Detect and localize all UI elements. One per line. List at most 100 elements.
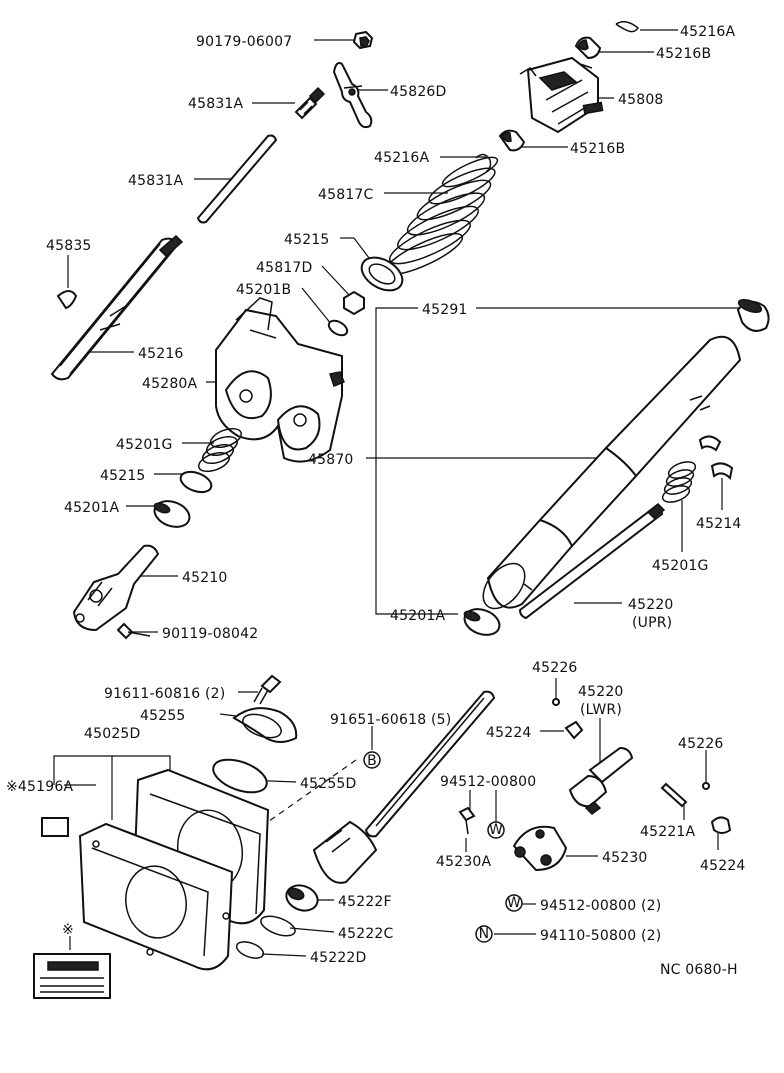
callout-w-bottom-letter: W: [507, 895, 521, 911]
label-sticker-part: [41, 817, 69, 837]
label-45201g-right: 45201G: [652, 558, 709, 574]
lower-shaft-part: [312, 690, 496, 884]
caution-label-plate: [33, 953, 111, 999]
label-45226-right: 45226: [678, 736, 724, 752]
end-cap-part: [736, 299, 770, 332]
pin-right: [702, 782, 710, 790]
label-45216b-top: 45216B: [656, 46, 711, 62]
gasket-ring-part: [212, 758, 268, 794]
label-45196a: ※45196A: [6, 779, 73, 795]
clip-right: [710, 816, 732, 834]
tilt-lever-part: [332, 62, 373, 129]
callout-n-letter: N: [479, 926, 490, 942]
key-part: [56, 290, 78, 310]
label-45222d: 45222D: [310, 950, 367, 966]
label-45201a-mid: 45201A: [390, 608, 446, 624]
snap-ring-part: [260, 915, 296, 937]
bushing-top: [574, 36, 602, 60]
roll-pin-part: [660, 782, 688, 808]
callout-b: B: [363, 751, 381, 769]
coupling-flange-part: [512, 825, 568, 872]
main-shaft-part: [50, 234, 184, 381]
label-45215-left: 45215: [100, 468, 146, 484]
coupling-bolt-part: [458, 806, 476, 835]
bearing-mid: [463, 608, 501, 636]
label-90179-06007: 90179-06007: [196, 34, 292, 50]
callout-b-letter: B: [367, 753, 377, 769]
tilt-bolt-part: [294, 86, 326, 120]
label-45230: 45230: [602, 850, 648, 866]
bushing-mid: [498, 129, 526, 152]
label-45280a: 45280A: [142, 376, 198, 392]
retainer-ring-part: [235, 941, 265, 959]
nut-part: [352, 30, 374, 50]
small-bushing-part: [343, 290, 365, 316]
label-45817d: 45817D: [256, 260, 313, 276]
label-45230a: 45230A: [436, 854, 492, 870]
clip-ring-top: [615, 21, 639, 33]
label-45216: 45216: [138, 346, 184, 362]
label-45222f: 45222F: [338, 894, 392, 910]
flange-bolt-part: [253, 674, 282, 705]
callout-n: N: [475, 925, 493, 943]
label-45222c: 45222C: [338, 926, 394, 942]
clip-pair-part: [698, 435, 734, 481]
label-45216b-mid: 45216B: [570, 141, 625, 157]
dash-plate-part: [78, 768, 270, 971]
label-45215-top: 45215: [284, 232, 330, 248]
label-45808: 45808: [618, 92, 664, 108]
label-45224-right: 45224: [700, 858, 746, 874]
label-45214: 45214: [696, 516, 742, 532]
clip-ring-mid: [475, 153, 492, 173]
label-91611-60816: 91611-60816 (2): [104, 686, 225, 702]
column-housing-part: [215, 297, 345, 463]
grommet-part: [285, 884, 319, 912]
label-45835: 45835: [46, 238, 92, 254]
part-number-labels: 90179-06007 45216A 45216B 45826D 45831A …: [6, 24, 746, 978]
clamp-part: [232, 707, 298, 743]
pin-mid: [552, 698, 560, 706]
label-45210: 45210: [182, 570, 228, 586]
label-45220-lwr-note: (LWR): [580, 702, 622, 718]
label-45831a-rod: 45831A: [128, 173, 184, 189]
bearing-ring-left: [179, 470, 213, 494]
label-45025d: 45025D: [84, 726, 141, 742]
label-45226-mid: 45226: [532, 660, 578, 676]
label-94110-50800: 94110-50800 (2): [540, 928, 661, 944]
leader-lines: [53, 29, 740, 957]
bolt-part: [116, 622, 151, 640]
spring-left: [197, 427, 243, 473]
spring-right: [661, 461, 697, 503]
label-45255d: 45255D: [300, 776, 357, 792]
lower-joint-part: [568, 746, 634, 815]
tilt-rod-part: [196, 134, 278, 224]
label-90119-08042: 90119-08042: [162, 626, 258, 642]
label-45216a-top: 45216A: [680, 24, 736, 40]
upper-shaft-part: [518, 502, 666, 620]
label-45201a-left: 45201A: [64, 500, 120, 516]
label-45817c: 45817C: [318, 187, 374, 203]
lock-bracket-part: [519, 56, 604, 134]
label-45220-upr-note: (UPR): [632, 615, 672, 631]
label-45220-upr: 45220: [628, 597, 674, 613]
bellows-part: [384, 156, 499, 276]
callout-w-bottom: W: [505, 894, 523, 912]
clip-mid: [564, 720, 584, 740]
label-45220-lwr: 45220: [578, 684, 624, 700]
label-45291: 45291: [422, 302, 468, 318]
callout-w-mid-letter: W: [489, 822, 503, 838]
callout-w-mid: W: [487, 821, 505, 839]
washer-part: [327, 319, 349, 337]
label-45826d: 45826D: [390, 84, 447, 100]
label-45255: 45255: [140, 708, 186, 724]
label-asterisk: ※: [62, 922, 74, 938]
label-45216a-mid: 45216A: [374, 150, 430, 166]
label-45221a: 45221A: [640, 824, 696, 840]
label-45201g-left: 45201G: [116, 437, 173, 453]
universal-joint-part: [72, 544, 160, 632]
bearing-ring-top: [360, 256, 404, 292]
bearing-left: [153, 500, 191, 528]
label-45201b: 45201B: [236, 282, 291, 298]
